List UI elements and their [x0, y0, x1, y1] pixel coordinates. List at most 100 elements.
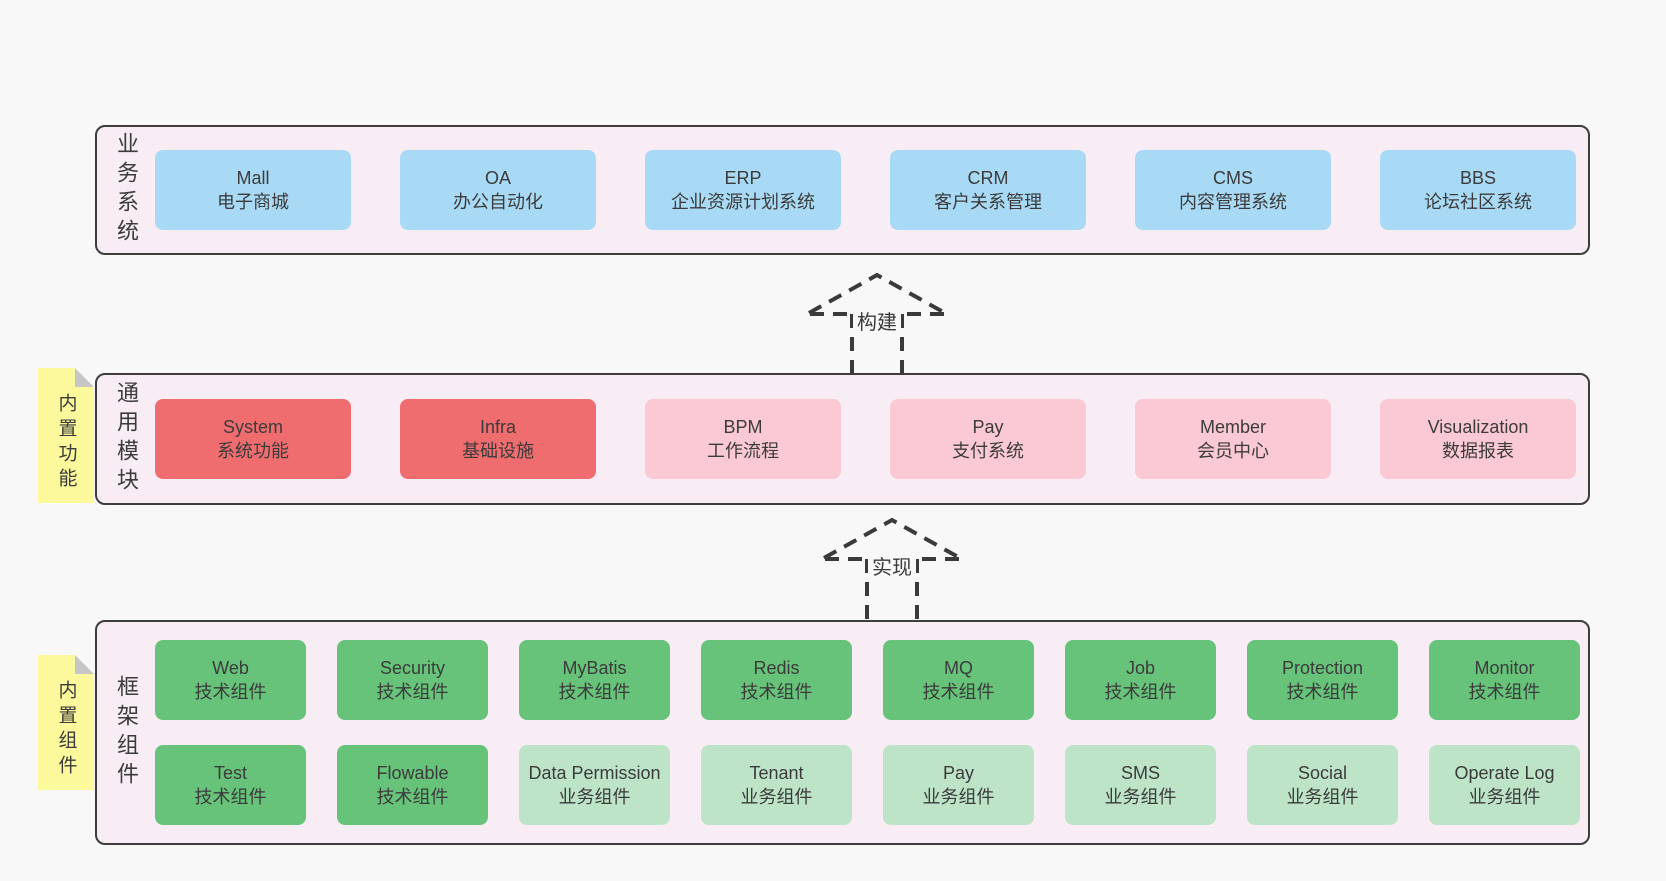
layer-label-business: 业务系统: [97, 127, 155, 253]
box-title: Infra: [479, 416, 517, 437]
box-mq: MQ 技术组件: [883, 640, 1034, 720]
box-protection: Protection 技术组件: [1247, 640, 1398, 720]
box-subtitle: 技术组件: [194, 787, 267, 807]
layer-common-modules: 通用模块 System 系统功能 Infra 基础设施 BPM 工作流程 Pay…: [95, 373, 1590, 505]
box-title: MyBatis: [562, 657, 627, 678]
components-row-1: Web 技术组件 Security 技术组件 MyBatis 技术组件 Redi…: [155, 640, 1588, 720]
box-security: Security 技术组件: [337, 640, 488, 720]
box-redis: Redis 技术组件: [701, 640, 852, 720]
box-subtitle: 支付系统: [952, 441, 1024, 461]
box-title: Social: [1297, 762, 1348, 783]
folded-corner-icon: [75, 368, 94, 387]
box-subtitle: 会员中心: [1197, 441, 1269, 461]
box-subtitle: 技术组件: [1286, 682, 1359, 702]
box-cms: CMS 内容管理系统: [1135, 150, 1331, 230]
box-member: Member 会员中心: [1135, 399, 1331, 479]
box-title: Security: [379, 657, 446, 678]
box-system: System 系统功能: [155, 399, 351, 479]
box-subtitle: 办公自动化: [453, 192, 543, 212]
box-title: Monitor: [1474, 657, 1535, 678]
box-mybatis: MyBatis 技术组件: [519, 640, 670, 720]
box-title: CMS: [1213, 167, 1253, 188]
box-subtitle: 技术组件: [922, 682, 995, 702]
box-visualization: Visualization 数据报表: [1380, 399, 1576, 479]
arrow-implement-label: 实现: [868, 551, 916, 580]
box-title: SMS: [1120, 762, 1160, 783]
box-mall: Mall 电子商城: [155, 150, 351, 230]
box-subtitle: 客户关系管理: [934, 192, 1042, 212]
note-built-in-functions: 内置功能: [38, 368, 94, 503]
box-social: Social 业务组件: [1247, 745, 1398, 825]
box-subtitle: 工作流程: [707, 441, 779, 461]
box-web: Web 技术组件: [155, 640, 306, 720]
box-title: Mall: [236, 167, 270, 188]
box-subtitle: 业务组件: [922, 787, 995, 807]
layer-business-systems: 业务系统 Mall 电子商城 OA 办公自动化 ERP 企业资源计划系统 CRM…: [95, 125, 1590, 255]
business-box-row: Mall 电子商城 OA 办公自动化 ERP 企业资源计划系统 CRM 客户关系…: [155, 127, 1588, 253]
box-title: Visualization: [1427, 416, 1529, 437]
box-tenant: Tenant 业务组件: [701, 745, 852, 825]
box-subtitle: 企业资源计划系统: [671, 192, 815, 212]
box-title: Member: [1199, 416, 1266, 437]
box-title: Job: [1125, 657, 1156, 678]
box-subtitle: 数据报表: [1442, 441, 1514, 461]
box-title: System: [222, 416, 283, 437]
box-oa: OA 办公自动化: [400, 150, 596, 230]
box-title: Flowable: [376, 762, 449, 783]
box-operate-log: Operate Log 业务组件: [1429, 745, 1580, 825]
box-subtitle: 技术组件: [558, 682, 631, 702]
box-job: Job 技术组件: [1065, 640, 1216, 720]
layer-label-text: 通用模块: [114, 381, 139, 497]
box-title: Pay: [972, 416, 1004, 437]
box-title: Protection: [1281, 657, 1364, 678]
box-subtitle: 内容管理系统: [1179, 192, 1287, 212]
box-title: Redis: [753, 657, 800, 678]
box-title: BPM: [723, 416, 763, 437]
box-data-permission: Data Permission 业务组件: [519, 745, 670, 825]
box-subtitle: 基础设施: [462, 441, 534, 461]
box-subtitle: 业务组件: [558, 787, 631, 807]
box-subtitle: 业务组件: [1104, 787, 1177, 807]
box-subtitle: 系统功能: [217, 441, 289, 461]
components-grid: Web 技术组件 Security 技术组件 MyBatis 技术组件 Redi…: [155, 622, 1588, 843]
arrow-build-label: 构建: [853, 306, 901, 335]
layer-label-components: 框架组件: [97, 622, 155, 843]
box-subtitle: 技术组件: [194, 682, 267, 702]
box-title: ERP: [724, 167, 762, 188]
box-subtitle: 电子商城: [217, 192, 289, 212]
box-sms: SMS 业务组件: [1065, 745, 1216, 825]
components-row-2: Test 技术组件 Flowable 技术组件 Data Permission …: [155, 745, 1588, 825]
layer-framework-components: 框架组件 Web 技术组件 Security 技术组件 MyBatis 技术组件…: [95, 620, 1590, 845]
box-subtitle: 业务组件: [1468, 787, 1541, 807]
box-monitor: Monitor 技术组件: [1429, 640, 1580, 720]
box-flowable: Flowable 技术组件: [337, 745, 488, 825]
layer-label-modules: 通用模块: [97, 375, 155, 503]
note-built-in-components: 内置组件: [38, 655, 94, 790]
dashed-up-arrow-icon: [808, 272, 946, 374]
arrow-implement: 实现: [821, 513, 963, 621]
box-subtitle: 技术组件: [1104, 682, 1177, 702]
box-title: BBS: [1459, 167, 1497, 188]
box-bpm: BPM 工作流程: [645, 399, 841, 479]
box-test: Test 技术组件: [155, 745, 306, 825]
box-title: Web: [212, 657, 249, 678]
box-title: OA: [484, 167, 511, 188]
layer-label-text: 业务系统: [114, 132, 139, 248]
box-title: MQ: [944, 657, 973, 678]
box-title: Pay: [942, 762, 975, 783]
box-subtitle: 技术组件: [376, 682, 449, 702]
box-subtitle: 论坛社区系统: [1424, 192, 1532, 212]
arrow-build: 构建: [806, 268, 948, 374]
box-title: Test: [213, 762, 247, 783]
layer-label-text: 框架组件: [114, 674, 139, 791]
box-subtitle: 技术组件: [740, 682, 813, 702]
dashed-up-arrow-icon: [823, 517, 961, 621]
modules-box-row: System 系统功能 Infra 基础设施 BPM 工作流程 Pay 支付系统…: [155, 375, 1588, 503]
box-title: Tenant: [749, 762, 804, 783]
box-pay-component: Pay 业务组件: [883, 745, 1034, 825]
box-subtitle: 业务组件: [740, 787, 813, 807]
box-title: Operate Log: [1454, 762, 1555, 783]
box-title: Data Permission: [528, 762, 661, 783]
box-subtitle: 技术组件: [1468, 682, 1541, 702]
